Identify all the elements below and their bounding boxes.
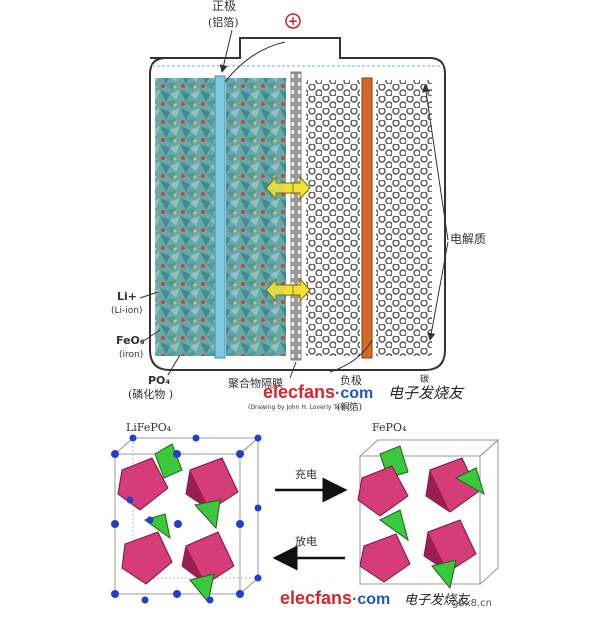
lifepo4-structure [111,434,262,604]
svg-text:电子发烧友: 电子发烧友 [404,593,471,608]
svg-text:gbx8.cn: gbx8.cn [452,598,492,609]
svg-text:放电: 放电 [295,534,317,548]
feo-sub: (iron) [119,350,143,360]
electrolyte-label: 电解质 [450,232,486,246]
svg-text:·com: ·com [352,591,390,608]
feo-label: FeO₆ [116,334,145,347]
positive-electrode-label: 正极 [212,0,236,13]
negative-lead [329,339,373,373]
discharge-arrow: 放电 [272,534,345,571]
cathode-material-right [226,78,286,356]
negative-electrode-sub: (铜箔) [337,401,362,413]
fepo4-structure [357,438,500,590]
polymer-separator [290,71,302,361]
watermark-elecfans-top: elecfans ·com 电子发烧友 [263,382,465,402]
cathode-material-left [155,78,215,356]
po-sub: (磷化物 ) [128,387,173,401]
lifepo4-title: LiFePO₄ [126,421,172,434]
fepo4-title: FePO₄ [372,421,407,434]
svg-text:elecfans: elecfans [280,588,352,608]
anode-carbon-right [376,80,432,356]
svg-text:elecfans: elecfans [263,382,335,402]
anode-carbon-left [306,80,360,356]
svg-text:+: + [288,14,298,28]
ion-arrow-lower [265,277,311,303]
positive-lead [224,41,286,83]
svg-text:充电: 充电 [295,467,317,481]
watermark-elecfans-bottom: elecfans ·com 电子发烧友 gbx8.cn [280,588,492,609]
drawing-credit: (Drawing by John H. Loverly Tech.) [248,404,351,411]
po-label: PO₄ [148,374,170,387]
separator-label: 聚合物隔膜 [228,376,283,390]
negative-electrode-label: 负极 [340,373,362,387]
positive-electrode-sub: (铝箔) [208,15,239,29]
svg-text:·com: ·com [335,385,373,402]
charge-arrow: 充电 [275,467,348,503]
li-sub: (Li-ion) [111,306,143,316]
li-label: Li+ [117,290,137,303]
svg-text:电子发烧友: 电子发烧友 [388,384,465,402]
ion-arrow-upper [265,175,311,201]
positive-foil [214,75,226,359]
plus-terminal-icon: + [285,13,301,29]
carbon-label: 碳 [420,373,429,385]
negative-foil [361,77,373,359]
